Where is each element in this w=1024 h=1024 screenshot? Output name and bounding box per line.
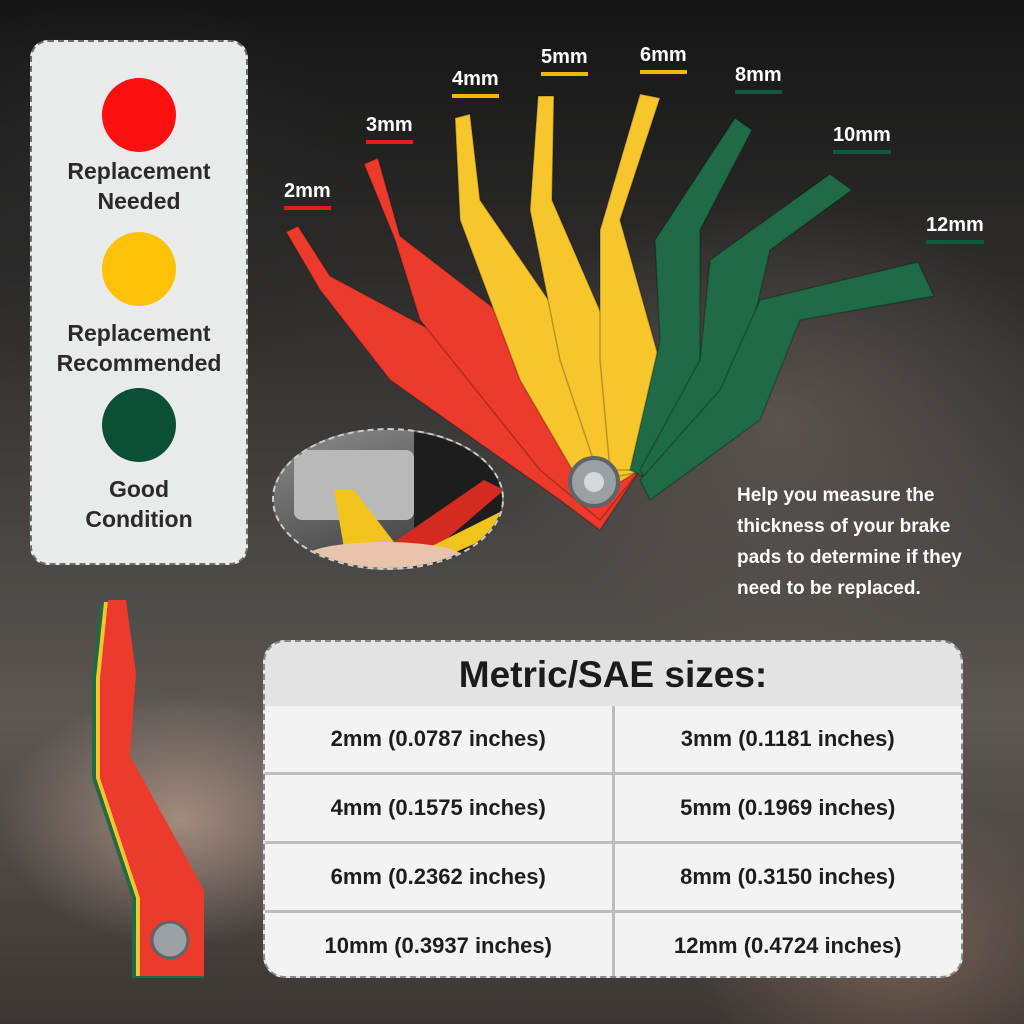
size-label-4mm: 4mm — [452, 68, 499, 98]
gauge-blades — [284, 93, 936, 532]
legend-replacement-needed: Replacement Needed — [32, 156, 246, 216]
gauge-fan-illustration — [284, 93, 936, 532]
size-label-10mm: 10mm — [833, 124, 891, 154]
yellow-gauge-back — [424, 511, 502, 555]
legend-replacement-recommended: Replacement Recommended — [32, 318, 246, 378]
help-description: Help you measure the thickness of your b… — [737, 480, 1017, 604]
size-cell: 6mm (0.2362 inches) — [265, 844, 612, 910]
size-label-6mm: 6mm — [640, 44, 687, 74]
size-cell: 5mm (0.1969 inches) — [614, 775, 961, 841]
size-label-3mm: 3mm — [366, 114, 413, 144]
legend-label-line: Needed — [97, 188, 181, 214]
size-label-2mm: 2mm — [284, 180, 331, 210]
red-gauge-in-use — [394, 480, 502, 550]
sizes-grid: 2mm (0.0787 inches) 3mm (0.1181 inches) … — [265, 706, 961, 976]
gauge-blade-8 — [639, 261, 936, 502]
hand-shape — [304, 542, 464, 568]
size-cell: 4mm (0.1575 inches) — [265, 775, 612, 841]
metric-sae-sizes-table: Metric/SAE sizes: 2mm (0.0787 inches) 3m… — [263, 640, 963, 978]
condition-legend: Replacement Needed Replacement Recommend… — [30, 40, 248, 565]
help-line: Help you measure the — [737, 485, 935, 506]
help-line: need to be replaced. — [737, 578, 921, 599]
usage-inset-photo — [272, 428, 504, 570]
help-line: thickness of your brake — [737, 516, 951, 537]
legend-label-line: Condition — [85, 506, 193, 532]
size-cell: 12mm (0.4724 inches) — [614, 913, 961, 976]
size-cell: 2mm (0.0787 inches) — [265, 706, 612, 772]
caliper-usage-illustration — [294, 430, 502, 568]
size-cell: 3mm (0.1181 inches) — [614, 706, 961, 772]
red-condition-dot — [102, 78, 176, 152]
size-label-8mm: 8mm — [735, 64, 782, 94]
legend-label-line: Good — [108, 476, 170, 502]
yellow-condition-dot — [102, 232, 176, 306]
size-label-12mm: 12mm — [926, 214, 984, 244]
table-title: Metric/SAE sizes: — [458, 654, 768, 695]
size-cell: 8mm (0.3150 inches) — [614, 844, 961, 910]
size-cell: 10mm (0.3937 inches) — [265, 913, 612, 976]
legend-label-line: Recommended — [56, 350, 222, 376]
pivot-bolt-icon — [150, 920, 190, 960]
caliper-shape — [294, 450, 414, 520]
folded-gauge-illustration — [92, 600, 204, 978]
pivot-bolt-head-icon — [584, 472, 604, 492]
legend-label-line: Replacement — [67, 320, 211, 346]
yellow-gauge-in-use — [334, 490, 394, 548]
size-label-5mm: 5mm — [541, 46, 588, 76]
legend-good-condition: Good Condition — [32, 474, 246, 534]
help-line: pads to determine if they — [737, 547, 962, 568]
green-condition-dot — [102, 388, 176, 462]
red-layer — [100, 600, 204, 976]
legend-label-line: Replacement — [67, 158, 211, 184]
